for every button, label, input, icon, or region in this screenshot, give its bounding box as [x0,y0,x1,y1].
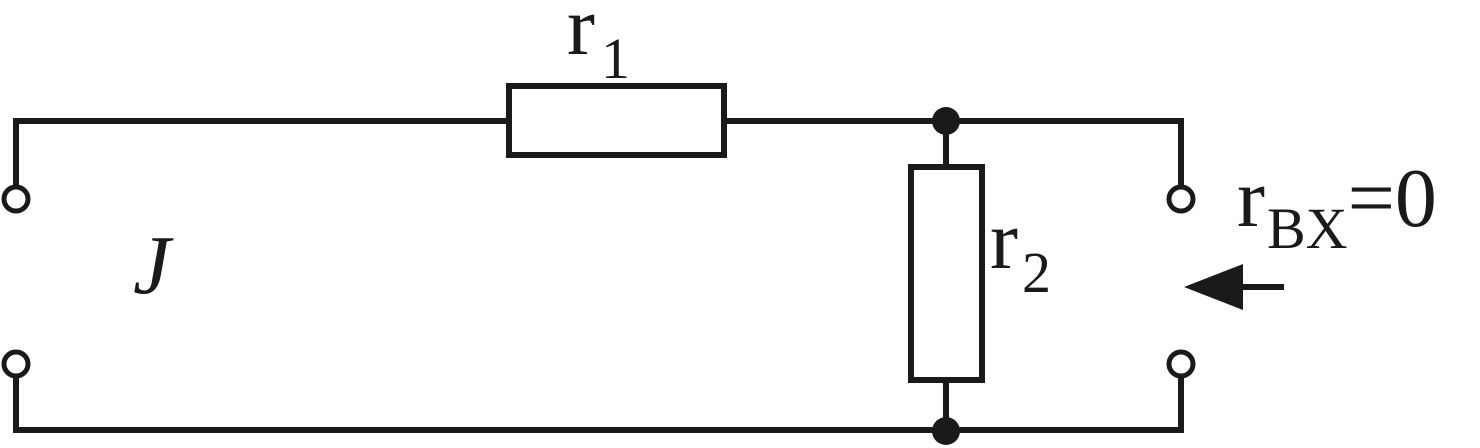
label-r1-sub: 1 [601,26,630,91]
label-r2-base: r [990,194,1018,287]
label-r2: r2 [990,194,1051,305]
bottom-wire [13,377,1184,433]
label-r1-base: r [567,0,595,73]
label-rbx-base: r [1237,152,1265,245]
resistor-r2 [908,164,985,383]
resistor-r1 [506,83,727,158]
label-rbx-sub: BX [1267,196,1348,261]
junction-node-top [932,107,960,135]
terminal-right-bottom [1166,349,1196,379]
label-input-resistance: rBX=0 [1237,152,1437,261]
label-source-j: J [133,219,174,312]
terminal-left-top [1,184,31,214]
label-r2-sub: 2 [1022,240,1051,305]
terminal-right-top [1166,184,1196,214]
terminal-left-bottom [1,349,31,379]
input-arrow-icon [1184,264,1284,310]
top-wire-right [724,118,1184,186]
label-rbx-suffix: =0 [1348,152,1437,245]
junction-node-bottom [932,417,960,445]
top-wire-left [13,118,509,186]
